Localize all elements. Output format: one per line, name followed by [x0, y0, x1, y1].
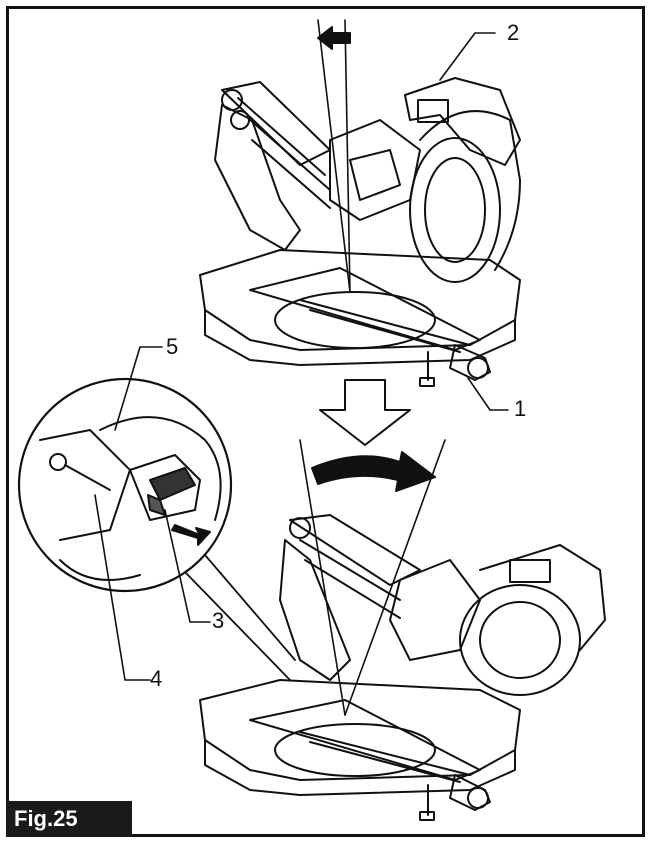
hollow-arrow-down-icon	[319, 379, 411, 446]
detail-magnifier	[17, 377, 296, 681]
curved-arrow-right-icon	[311, 451, 436, 492]
callout-4: 4	[150, 666, 163, 691]
callout-1: 1	[514, 396, 527, 421]
arrow-left-icon	[317, 26, 351, 50]
callout-3: 3	[212, 608, 225, 633]
saw-top	[199, 19, 521, 387]
saw-bottom	[199, 439, 606, 821]
leader-lines	[94, 32, 509, 681]
callout-2: 2	[507, 20, 520, 45]
figure-label: Fig.25	[6, 801, 132, 837]
callout-5: 5	[166, 334, 179, 359]
